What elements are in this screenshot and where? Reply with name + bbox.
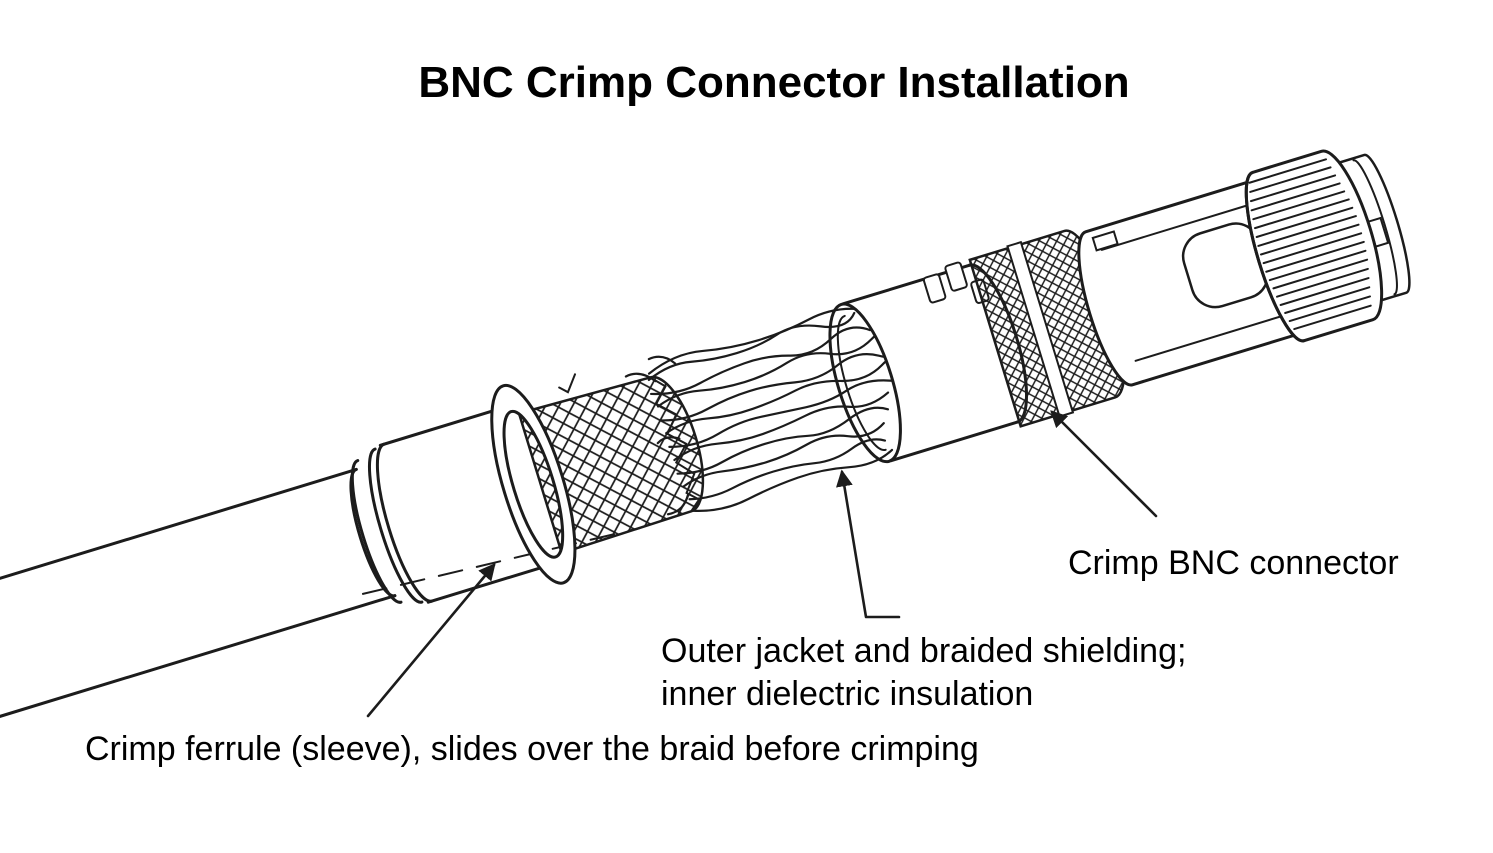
callout-arrow-ferrule	[366, 563, 496, 718]
barrel-mouth-rim	[828, 302, 902, 464]
callout-arrow-outer-jacket	[836, 469, 901, 619]
body-notch	[1091, 230, 1119, 252]
diagram-title: BNC Crimp Connector Installation	[418, 58, 1129, 107]
barrel-slot	[922, 273, 947, 304]
crimp-ferrule-sleeve	[361, 373, 641, 604]
combed-braid-strands	[624, 307, 913, 516]
nut-front-rim	[1244, 170, 1306, 343]
cable-assembly	[0, 149, 1411, 772]
tick-mark	[558, 373, 577, 394]
bayonet-coupling-nut	[1244, 149, 1384, 343]
barrel-slot	[944, 261, 968, 292]
callout-arrows	[366, 410, 1158, 718]
ferrule-ring	[490, 383, 577, 585]
coaxial-cable	[0, 447, 424, 772]
braid-comb-edge	[649, 376, 701, 513]
connector-rear-barrel	[828, 261, 1028, 464]
nut-ribs	[1248, 158, 1372, 331]
label-outer-jacket-line1: Outer jacket and braided shielding;	[661, 632, 1186, 670]
label-outer-jacket-line2: inner dielectric insulation	[661, 675, 1033, 713]
barrel-mouth-inner-wall	[836, 314, 887, 451]
callout-arrow-bnc	[1050, 410, 1158, 518]
label-crimp-ferrule: Crimp ferrule (sleeve), slides over the …	[85, 730, 979, 768]
label-crimp-bnc-connector: Crimp BNC connector	[1068, 544, 1399, 582]
